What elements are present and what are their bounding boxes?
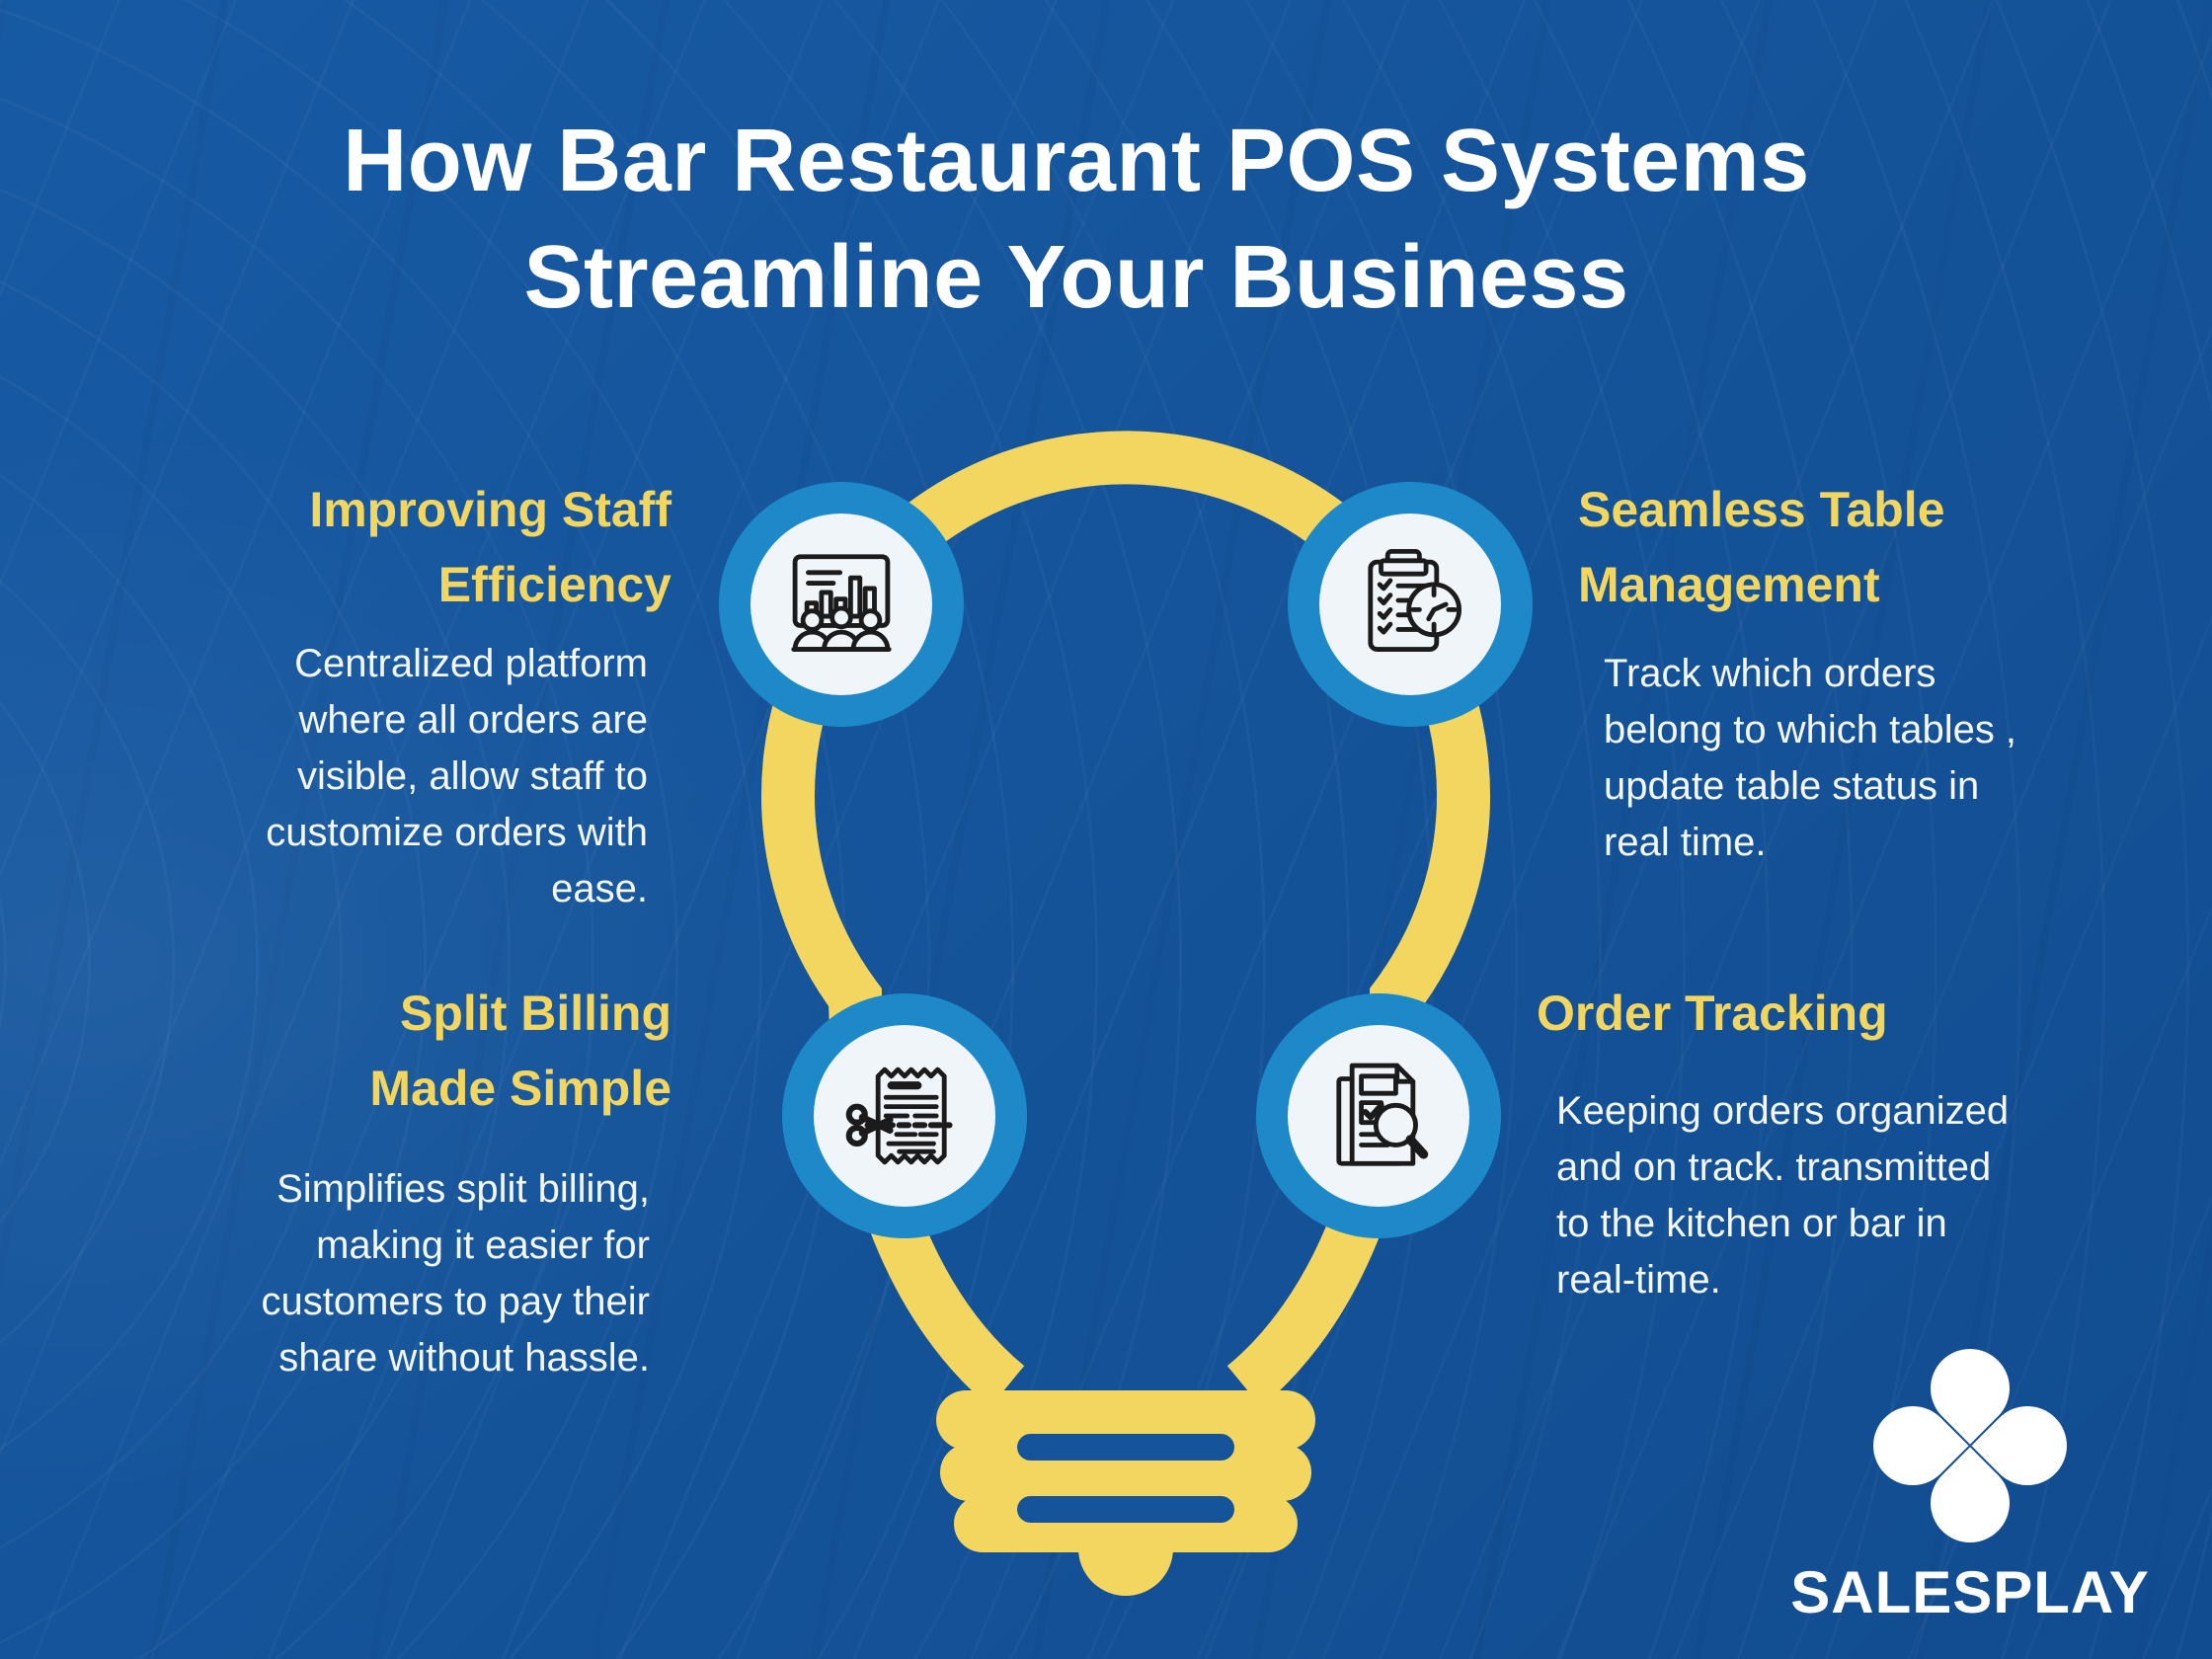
split-billing-badge	[782, 993, 1027, 1238]
section-order-tracking: Order Tracking Keeping orders organized …	[1537, 976, 2109, 1308]
table-management-badge	[1288, 482, 1533, 727]
bulb-base-slots	[1017, 1434, 1234, 1523]
section-heading: Seamless Table Management	[1578, 482, 1945, 612]
badge-inner-circle	[750, 514, 932, 695]
section-heading: Order Tracking	[1537, 986, 1888, 1041]
presentation-chart-people-icon	[791, 554, 892, 652]
section-improving-staff-efficiency: Improving Staff Efficiency Centralized p…	[99, 472, 672, 917]
clipboard-checklist-clock-icon	[1368, 548, 1462, 652]
section-body: Keeping orders organized and on track. t…	[1556, 1089, 2010, 1302]
section-heading: Improving Staff Efficiency	[309, 482, 672, 612]
badge-inner-circle	[1319, 514, 1501, 695]
order-tracking-badge	[1256, 993, 1501, 1238]
page-title: How Bar Restaurant POS Systems Streamlin…	[343, 112, 1810, 327]
section-body: Simplifies split billing, making it easi…	[261, 1167, 651, 1380]
receipt-scissors-icon	[845, 1066, 953, 1165]
section-seamless-table-management: Seamless Table Management Track which or…	[1578, 472, 2151, 871]
bulb-base	[936, 1390, 1315, 1596]
logo-wordmark: SALESPLAY	[1790, 1559, 2150, 1625]
salesplay-logo: SALESPLAY	[1768, 1332, 2172, 1626]
section-heading: Split Billing Made Simple	[369, 986, 672, 1116]
four-petal-flower-icon	[1856, 1332, 2084, 1559]
section-split-billing-made-simple: Split Billing Made Simple Simplifies spl…	[99, 976, 672, 1386]
badge-inner-circle	[814, 1025, 995, 1207]
section-body: Track which orders belong to which table…	[1604, 652, 2017, 864]
badge-inner-circle	[1288, 1025, 1469, 1207]
staff-efficiency-badge	[719, 482, 964, 727]
document-check-magnifier-icon	[1336, 1063, 1429, 1166]
section-body: Centralized platform where all orders ar…	[266, 642, 648, 910]
